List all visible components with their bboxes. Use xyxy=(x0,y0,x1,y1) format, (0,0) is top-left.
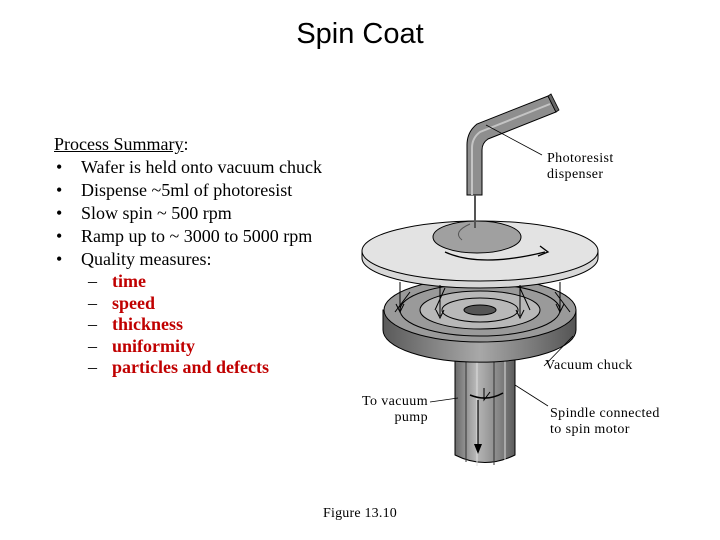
dispenser-label: Photoresist dispenser xyxy=(547,151,614,183)
summary-bullets: Wafer is held onto vacuum chuck Dispense… xyxy=(54,156,322,271)
dispenser-label-line: Photoresist xyxy=(547,151,614,166)
wafer xyxy=(361,220,599,289)
spindle-label: Spindle connected to spin motor xyxy=(550,406,660,438)
summary-heading: Process Summary xyxy=(54,134,184,154)
slide-title: Spin Coat xyxy=(296,18,424,50)
spindle-label-line: Spindle connected xyxy=(550,406,660,421)
quality-measure-item: uniformity xyxy=(84,336,322,358)
quality-measure-item: speed xyxy=(84,293,322,315)
figure-caption: Figure 13.10 xyxy=(323,506,397,521)
spindle-label-line: to spin motor xyxy=(550,422,630,437)
vacuum-chuck xyxy=(382,277,577,363)
dispenser-label-line: dispenser xyxy=(547,167,604,182)
spindle xyxy=(454,329,516,466)
summary-heading-line: Process Summary: xyxy=(54,134,189,154)
bullet-item: Wafer is held onto vacuum chuck xyxy=(54,156,322,179)
quality-measures-list: time speed thickness uniformity particle… xyxy=(84,271,322,379)
leader-line-chuck xyxy=(543,335,574,367)
quality-measure-item: time xyxy=(84,271,322,293)
leader-line-dispenser xyxy=(485,124,543,156)
bullet-item: Ramp up to ~ 3000 to 5000 rpm xyxy=(54,225,322,248)
bullet-item: Slow spin ~ 500 rpm xyxy=(54,202,322,225)
bullet-item: Dispense ~5ml of photoresist xyxy=(54,179,322,202)
pump-label-line: pump xyxy=(394,410,428,425)
quality-measure-item: particles and defects xyxy=(84,357,322,379)
leader-line-spindle xyxy=(514,384,549,407)
pump-label-line: To vacuum xyxy=(362,394,428,409)
leader-line-pump xyxy=(429,397,459,403)
bullet-item: Quality measures: xyxy=(54,248,322,271)
vacuum-arrows xyxy=(395,282,565,320)
process-summary: Process Summary: Wafer is held onto vacu… xyxy=(54,133,322,379)
quality-measure-item: thickness xyxy=(84,314,322,336)
photoresist-dispenser xyxy=(466,93,560,228)
chuck-label: Vacuum chuck xyxy=(545,358,633,373)
pump-label: To vacuum pump xyxy=(340,394,428,426)
